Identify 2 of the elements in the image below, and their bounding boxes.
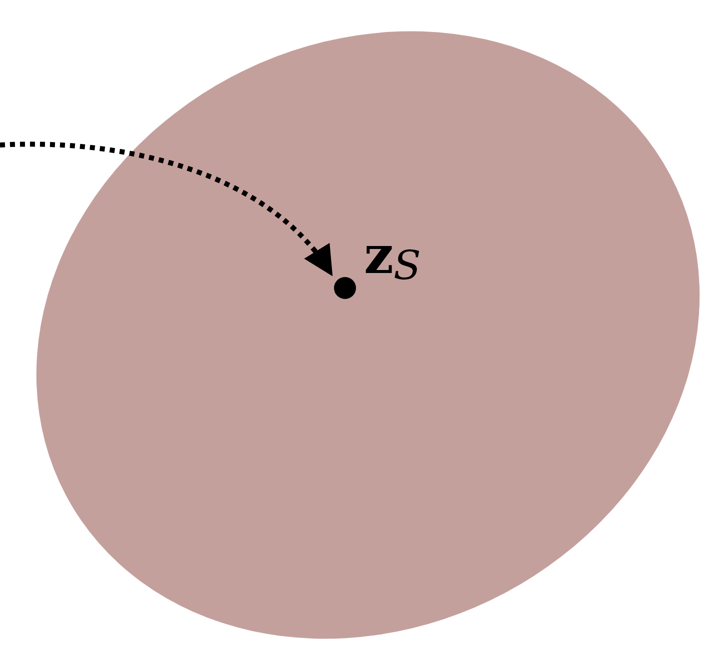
math-label: z$_{S}$ <box>364 230 421 286</box>
dotted-arrow <box>0 142 333 276</box>
